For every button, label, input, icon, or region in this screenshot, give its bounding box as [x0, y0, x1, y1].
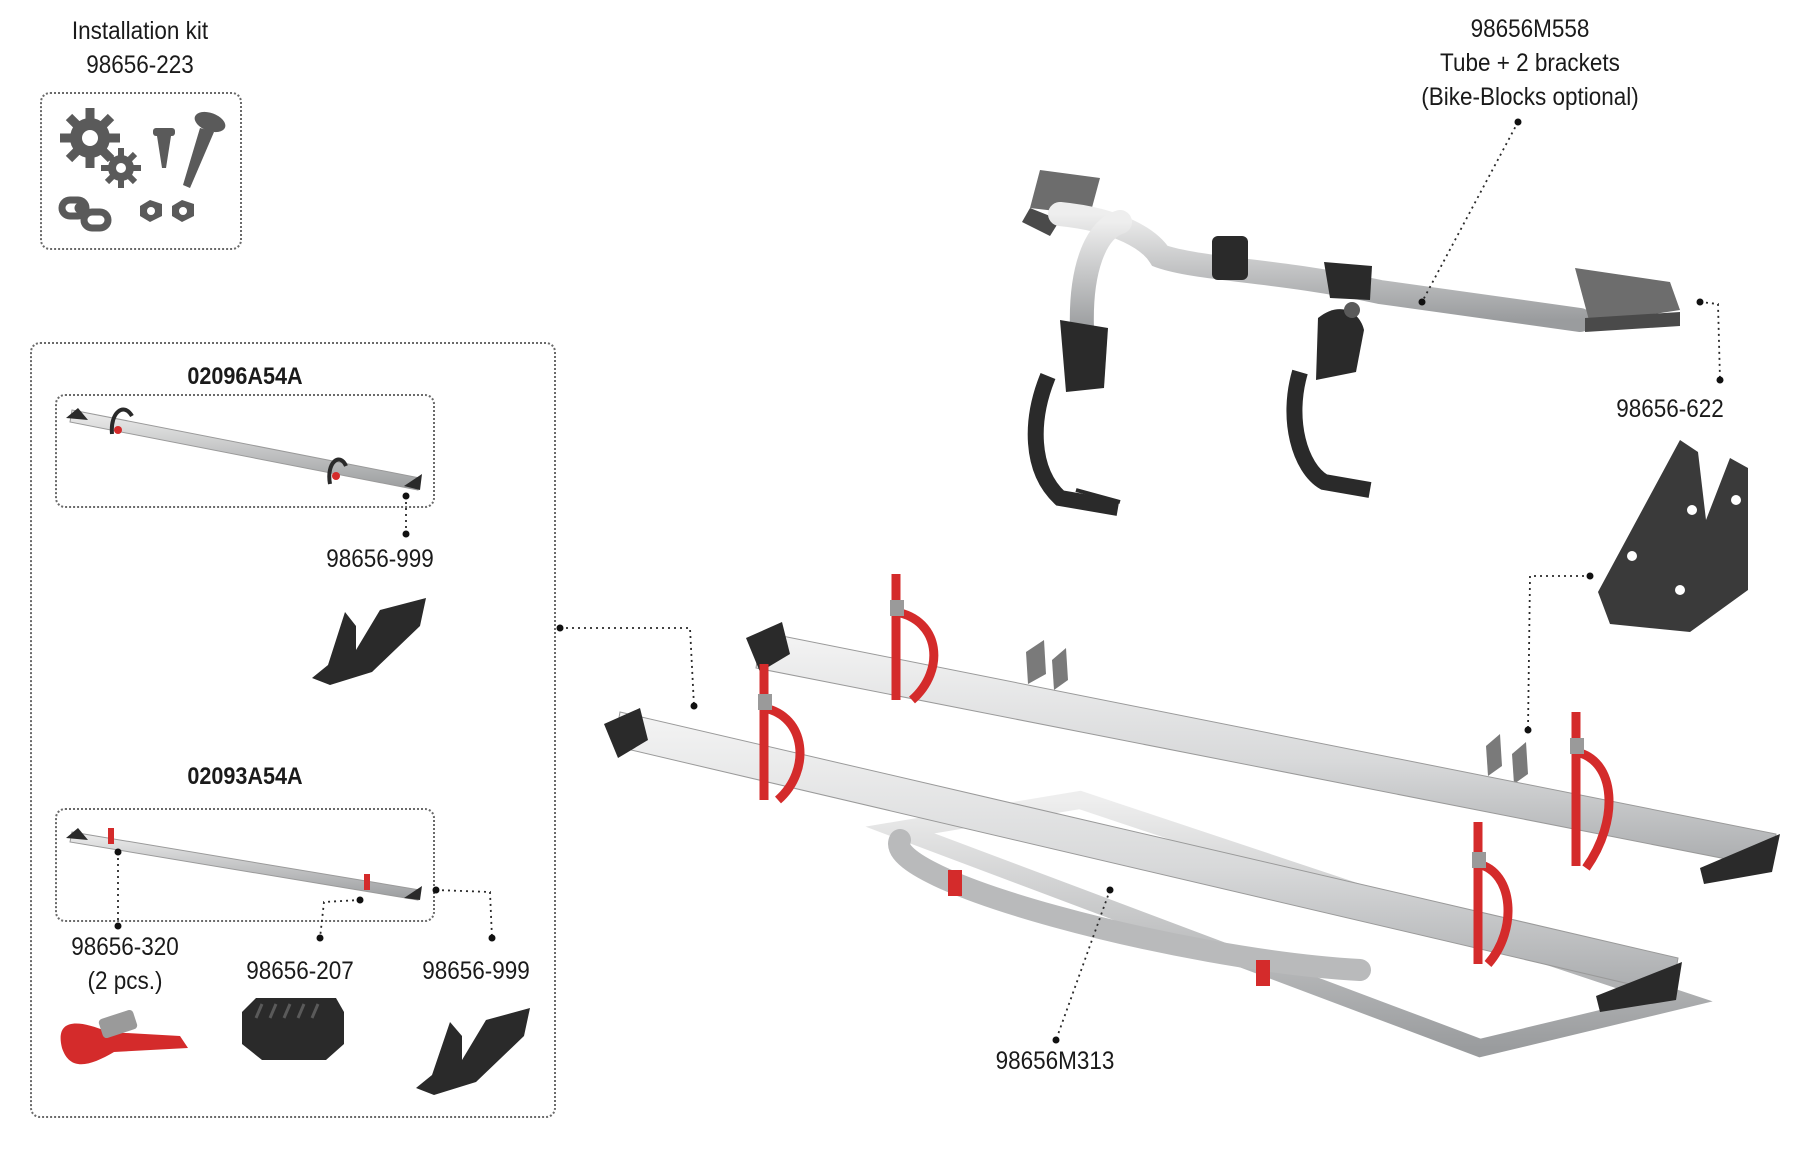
strap-illustration — [60, 1009, 188, 1065]
frame-illustration — [604, 574, 1780, 1058]
tube-assembly-illustration — [1022, 170, 1680, 516]
rail-a-endcap-code: 98656-999 — [326, 545, 434, 573]
installation-kit-code: 98656-223 — [86, 51, 194, 79]
tube-assembly-code: 98656M558 — [1470, 15, 1590, 43]
leader-dots — [114, 118, 1724, 1044]
rails-group-box — [30, 342, 556, 1118]
rail-a-box — [55, 394, 435, 508]
rail-a-code: 02096A54A — [187, 363, 303, 390]
wheel-block-code: 98656-207 — [246, 957, 354, 985]
screw-icon — [153, 128, 175, 168]
gear-large-icon — [60, 108, 120, 168]
rail-b-illustration — [66, 828, 422, 901]
installation-kit-box — [40, 92, 242, 250]
leader-lines — [117, 121, 1721, 1041]
frame-code: 98656M313 — [995, 1047, 1115, 1075]
end-cap-b-illustration — [416, 1008, 530, 1095]
chain-link-icon — [58, 196, 112, 232]
bolt-icon — [183, 111, 226, 188]
strap-quantity: (2 pcs.) — [87, 967, 163, 995]
rail-b-box — [55, 808, 435, 922]
tube-assembly-desc: Tube + 2 brackets — [1440, 49, 1620, 77]
rail-a-illustration — [66, 407, 422, 491]
end-cap-a-illustration — [312, 598, 426, 685]
strap-code: 98656-320 — [71, 933, 179, 961]
rail-b-endcap-code: 98656-999 — [422, 957, 530, 985]
wheel-block-illustration — [242, 998, 344, 1060]
nut-icon — [140, 200, 194, 222]
bracket-code: 98656-622 — [1616, 395, 1724, 423]
bracket-illustration — [1598, 440, 1748, 632]
rail-b-code: 02093A54A — [187, 763, 303, 790]
installation-kit-title: Installation kit — [71, 17, 209, 45]
tube-assembly-note: (Bike-Blocks optional) — [1421, 83, 1639, 111]
gear-small-icon — [101, 148, 141, 188]
